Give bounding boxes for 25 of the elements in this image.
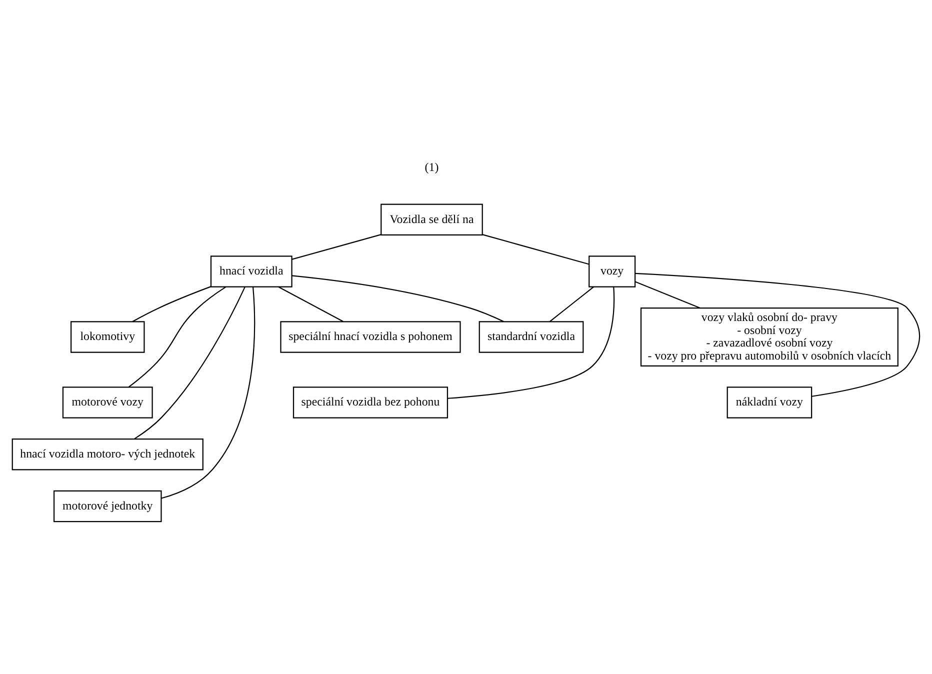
connector: [292, 275, 504, 322]
node-box: Vozidla se dělí na: [380, 204, 483, 236]
node-box: motorové vozy: [62, 386, 153, 418]
connector: [635, 281, 700, 309]
connector: [134, 286, 246, 440]
label: (1): [424, 160, 439, 174]
connector: [448, 287, 615, 399]
connector: [132, 286, 212, 322]
node-box: hnací vozidla: [210, 256, 292, 288]
connector: [161, 286, 256, 499]
node-box: nákladní vozy: [726, 386, 812, 418]
node-box: speciální hnací vozidla s pohonem: [280, 321, 461, 353]
node-box: vozy vlaků osobní do- pravy - osobní vozy - zavazadlové osobní vozy - vozy pro přepravu automobilů v osobních vlacích: [640, 308, 898, 366]
node-box: motorové jednotky: [53, 490, 162, 522]
connector: [292, 234, 382, 260]
connector: [549, 286, 594, 322]
node-box: hnací vozidla motoro- vých jednotek: [12, 438, 204, 470]
node-box: standardní vozidla: [478, 321, 584, 353]
connector: [128, 286, 226, 388]
node-box: vozy: [588, 256, 636, 288]
connector: [635, 272, 920, 397]
connector: [278, 286, 344, 322]
node-box: lokomotivy: [70, 321, 145, 353]
connector: [482, 234, 590, 265]
node-box: speciální vozidla bez pohonu: [292, 386, 448, 418]
